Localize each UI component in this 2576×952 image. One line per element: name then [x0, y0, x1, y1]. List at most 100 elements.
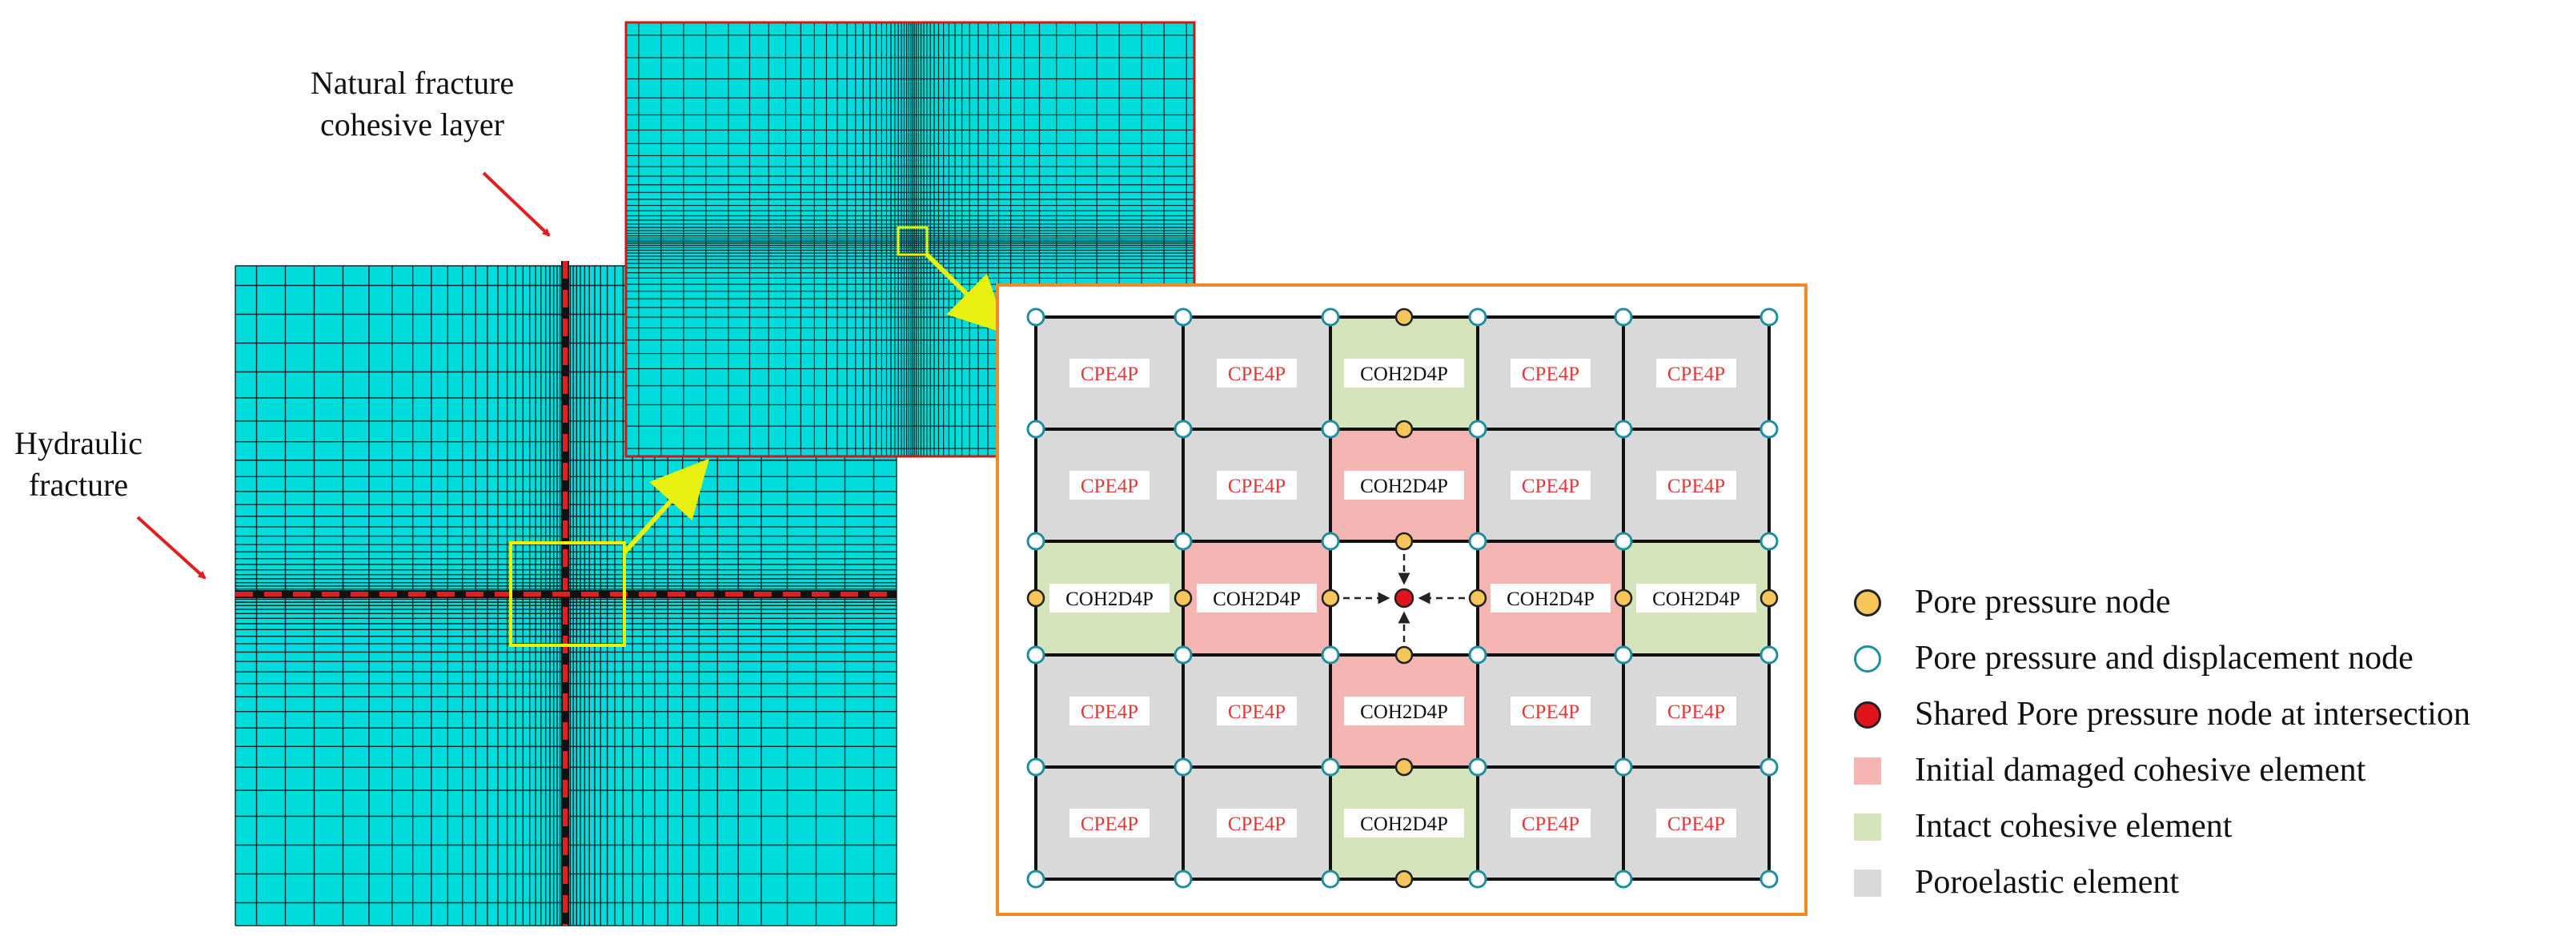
element-label: COH2D4P	[1360, 813, 1448, 835]
natural-fracture-line-1: Natural fracture	[310, 65, 515, 101]
legend-label: Initial damaged cohesive element	[1915, 752, 2366, 789]
element-label: COH2D4P	[1652, 588, 1740, 610]
node-markers	[1026, 307, 1779, 889]
displacement-node	[1759, 870, 1779, 889]
element-label-bg	[1344, 471, 1464, 500]
legend-label: Poroelastic element	[1915, 864, 2180, 901]
element-label-bg	[1656, 471, 1736, 500]
element-label: COH2D4P	[1360, 701, 1448, 723]
displacement-node	[1026, 532, 1045, 551]
element-label: CPE4P	[1667, 364, 1725, 385]
displacement-node	[1174, 870, 1193, 889]
zoom-box-inner	[897, 226, 929, 256]
pore-pressure-node	[1394, 645, 1414, 665]
element-label-bg	[1069, 471, 1150, 500]
element-label: CPE4P	[1081, 813, 1138, 835]
displacement-node	[1174, 757, 1193, 777]
hydraulic-fracture-label: Hydraulic fracture	[0, 423, 157, 506]
element-label-bg	[1656, 697, 1736, 725]
element-label: COH2D4P	[1213, 588, 1301, 610]
element-label: CPE4P	[1522, 701, 1579, 723]
element-label-bg	[1511, 809, 1591, 838]
element-label-bg	[1636, 584, 1756, 613]
element-label-bg	[1511, 471, 1591, 500]
displacement-node	[1759, 307, 1779, 327]
zoom-arrow-1	[622, 458, 710, 555]
displacement-node	[1174, 532, 1193, 551]
displacement-node	[1174, 645, 1193, 665]
element-label-bg	[1217, 697, 1297, 725]
element-label-bg	[1069, 809, 1150, 838]
element-label: CPE4P	[1522, 813, 1579, 835]
element-label: CPE4P	[1667, 813, 1725, 835]
displacement-node	[1174, 420, 1193, 439]
displacement-node	[1026, 307, 1045, 327]
element-label: COH2D4P	[1065, 588, 1154, 610]
displacement-node	[1026, 420, 1045, 439]
displacement-node	[1759, 757, 1779, 777]
legend-label: Pore pressure and displacement node	[1915, 640, 2413, 677]
element-label-bg	[1656, 809, 1736, 838]
displacement-node	[1026, 645, 1045, 665]
displacement-node	[1614, 870, 1633, 889]
element-label: CPE4P	[1081, 701, 1138, 723]
element-label-bg	[1511, 359, 1591, 388]
element-label-bg	[1656, 359, 1736, 388]
displacement-node	[1468, 420, 1487, 439]
element-label-bg	[1511, 697, 1591, 725]
pore-pressure-node-marker	[1854, 589, 1881, 617]
displacement-node	[1321, 307, 1340, 327]
displacement-node	[1468, 307, 1487, 327]
intact-cohesive-swatch	[1854, 813, 1881, 841]
natural-fracture-arrow	[482, 171, 551, 237]
element-label-bg	[1217, 359, 1297, 388]
element-label-bg	[1217, 809, 1297, 838]
inset-border	[624, 21, 1196, 458]
element-label-bg	[1069, 697, 1150, 725]
element-label: CPE4P	[1081, 476, 1138, 497]
pore-pressure-node	[1468, 588, 1487, 608]
element-label-bg	[1344, 697, 1464, 725]
element-label: CPE4P	[1228, 476, 1286, 497]
displacement-node	[1468, 532, 1487, 551]
displacement-node	[1321, 420, 1340, 439]
natural-fracture-label: Natural fracture cohesive layer	[264, 62, 560, 146]
element-label: CPE4P	[1228, 364, 1286, 385]
element-cell	[1476, 315, 1625, 431]
pore-pressure-node	[1026, 588, 1045, 608]
element-label: COH2D4P	[1360, 364, 1448, 385]
flow-arrows	[1343, 554, 1465, 642]
shared-node-marker	[1854, 701, 1881, 729]
pore-pressure-node	[1394, 307, 1414, 327]
shared-pore-pressure-node	[1394, 588, 1414, 609]
natural-fracture-line-2: cohesive layer	[320, 106, 504, 143]
legend-label: Pore pressure node	[1915, 584, 2171, 621]
zoom-arrow-2	[925, 252, 1008, 335]
element-label: CPE4P	[1081, 364, 1138, 385]
displacement-node	[1321, 757, 1340, 777]
element-label: CPE4P	[1522, 476, 1579, 497]
element-label-bg	[1197, 584, 1317, 613]
hydraulic-fracture-arrow	[136, 516, 207, 580]
element-cell	[1182, 315, 1332, 431]
displacement-node	[1174, 307, 1193, 327]
element-label: CPE4P	[1667, 476, 1725, 497]
displacement-node	[1614, 532, 1633, 551]
displacement-node	[1614, 645, 1633, 665]
pore-pressure-node	[1394, 870, 1414, 889]
pore-pressure-node	[1394, 757, 1414, 777]
displacement-node	[1321, 870, 1340, 889]
displacement-node	[1614, 757, 1633, 777]
displacement-node	[1759, 532, 1779, 551]
legend-label: Shared Pore pressure node at intersectio…	[1915, 696, 2470, 733]
displacement-node	[1026, 757, 1045, 777]
element-label-bg	[1491, 584, 1611, 613]
damaged-cohesive-swatch	[1854, 757, 1881, 785]
element-label-bg	[1049, 584, 1170, 613]
element-label: COH2D4P	[1507, 588, 1595, 610]
displacement-node	[1468, 645, 1487, 665]
element-label: CPE4P	[1667, 701, 1725, 723]
legend-label: Intact cohesive element	[1915, 808, 2233, 845]
element-cell	[1622, 765, 1771, 881]
